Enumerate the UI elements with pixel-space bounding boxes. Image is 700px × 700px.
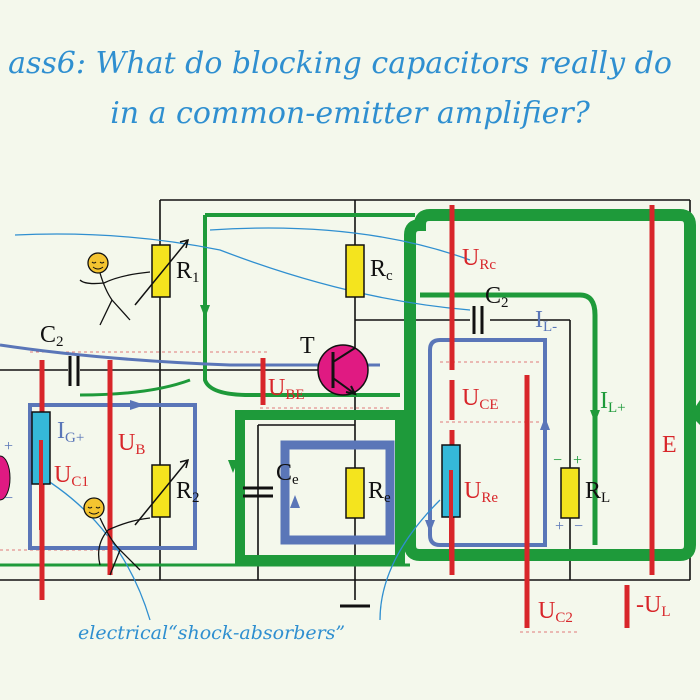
stick-figure-top [79, 252, 151, 326]
polarity-plus-rl-bottom: + [555, 518, 565, 535]
label-r1: R1 [176, 258, 200, 286]
polarity-minus-left: − [4, 490, 14, 507]
resistor-re [345, 467, 365, 519]
polarity-plus-rl: + [573, 452, 583, 469]
current-arrows [130, 305, 700, 533]
label-rc: Rc [370, 256, 393, 284]
capacitor-c2-symbol [441, 444, 461, 560]
potentiometer-arrows [134, 238, 190, 526]
label-u-ce: UCE [462, 385, 499, 413]
polarity-plus-left: + [4, 438, 14, 455]
label-u-rc: URc [462, 245, 497, 273]
label-rl: RL [585, 478, 611, 506]
resistor-r2 [151, 464, 171, 518]
polarity-minus-rl: − [553, 452, 563, 469]
thin-blue-curves [14, 227, 471, 621]
label-c2-top: C2 [485, 283, 509, 311]
label-ig-plus: IG+ [57, 418, 85, 446]
label-r2: R2 [176, 478, 200, 506]
resistor-r1 [151, 244, 171, 298]
label-c2-left: C2 [40, 322, 64, 350]
transistor-t [317, 344, 369, 396]
label-transistor: T [300, 333, 315, 359]
title-line-1: ass6: What do blocking capacitors really… [8, 46, 672, 81]
label-u-b: UB [118, 430, 146, 458]
label-u-c2: UC2 [538, 598, 573, 626]
capacitor-c2-top [472, 306, 484, 334]
label-il-minus: IL- [535, 307, 558, 335]
title-line-2: in a common-emitter amplifier? [110, 96, 590, 131]
current-loop-blue [0, 338, 547, 550]
polarity-minus-rl-bottom: − [574, 518, 584, 535]
label-e: E [662, 432, 677, 458]
label-re: Re [368, 478, 391, 506]
label-neg-ul: -UL [636, 592, 671, 620]
capacitor-c1-symbol [31, 411, 51, 530]
resistors [151, 244, 580, 519]
label-u-be: UBE [268, 375, 305, 403]
shock-absorbers-caption: electrical“shock-absorbers” [78, 622, 346, 644]
stick-figure-bottom [83, 497, 151, 576]
label-il-plus: IL+ [600, 388, 626, 416]
current-loop-green [0, 209, 696, 567]
resistor-rl [560, 467, 580, 519]
capacitor-ce [243, 486, 273, 498]
label-u-c1: UC1 [54, 462, 89, 490]
label-ce: Ce [276, 460, 299, 488]
label-u-re: URe [464, 478, 499, 506]
signal-source [0, 455, 11, 501]
capacitor-c2-left [68, 356, 80, 386]
resistor-rc [345, 244, 365, 298]
